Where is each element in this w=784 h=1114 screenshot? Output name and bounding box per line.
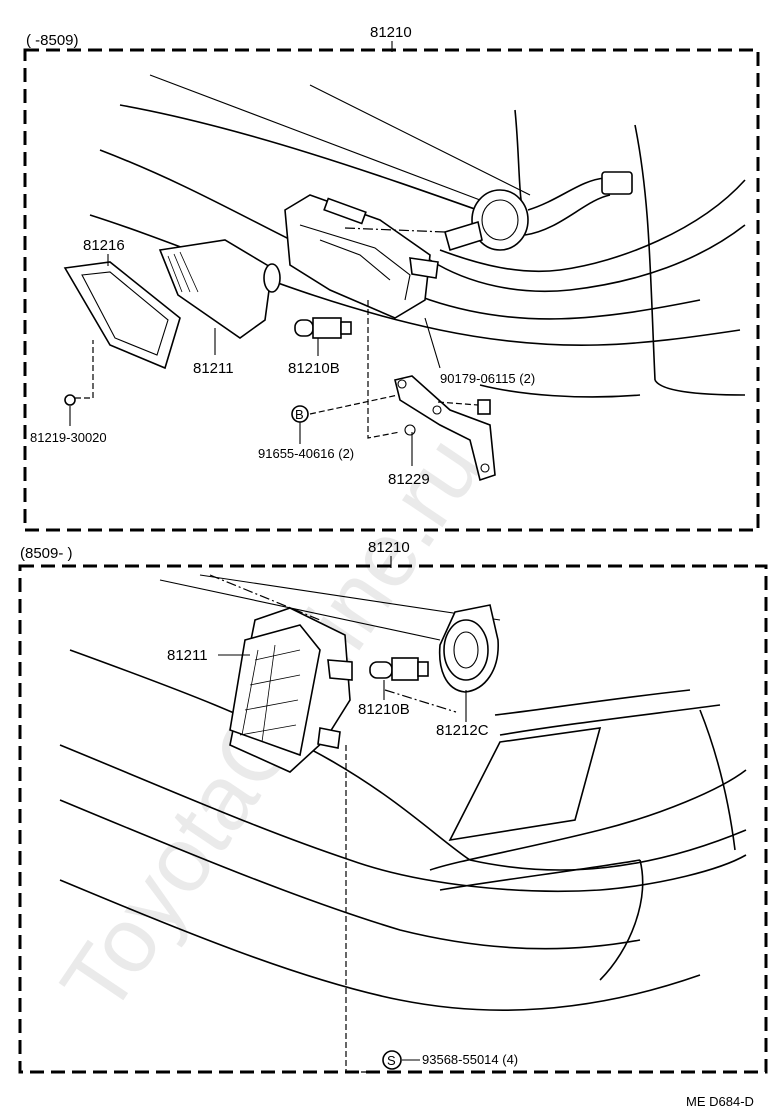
leaders-top bbox=[69, 254, 441, 466]
lamp-assembly-81211-bottom bbox=[229, 607, 353, 773]
symbol-b-circle bbox=[291, 405, 309, 423]
socket-and-harness bbox=[444, 171, 633, 252]
guide-lines-bottom bbox=[209, 574, 457, 1073]
section-bottom: (8509- ) 81210 bbox=[18, 539, 768, 1074]
lamp-housing-top bbox=[284, 194, 439, 319]
leaders-bottom bbox=[218, 654, 467, 1061]
guide-lines-top bbox=[75, 227, 479, 439]
label-81211-top: 81211 bbox=[193, 360, 234, 377]
section-bottom-assembly-number: 81210 bbox=[368, 539, 410, 556]
symbol-b: B bbox=[295, 407, 304, 422]
symbol-s: S bbox=[387, 1053, 396, 1068]
section-top: ( -8509) 81210 bbox=[23, 24, 760, 532]
section-bottom-range-label: (8509- ) bbox=[20, 545, 73, 562]
label-90179-06115: 90179-06115 (2) bbox=[440, 371, 535, 386]
section-top-assembly-number: 81210 bbox=[370, 24, 412, 41]
bezel-81216 bbox=[63, 261, 181, 370]
section-bottom-frame bbox=[18, 564, 768, 1074]
car-body-bottom bbox=[59, 574, 747, 1011]
label-91655-40616: 91655-40616 (2) bbox=[258, 446, 354, 461]
bracket-81229 bbox=[394, 375, 496, 482]
label-81210B-top: 81210B bbox=[288, 360, 340, 377]
section-top-range-label: ( -8509) bbox=[26, 32, 79, 49]
lens-81211-top bbox=[158, 239, 281, 339]
socket-81212C bbox=[438, 604, 499, 693]
label-81216: 81216 bbox=[83, 237, 125, 254]
nut-90179-icon bbox=[477, 399, 491, 415]
label-93568-55014: 93568-55014 (4) bbox=[422, 1052, 518, 1067]
screw-81219-icon bbox=[64, 394, 76, 406]
bulb-81210B-bottom bbox=[369, 657, 429, 681]
label-81229: 81229 bbox=[388, 471, 430, 488]
symbol-s-circle bbox=[382, 1050, 402, 1070]
label-81211-bottom: 81211 bbox=[167, 647, 208, 664]
label-81212C: 81212C bbox=[436, 722, 489, 739]
label-81210B-bottom: 81210B bbox=[358, 701, 410, 718]
car-body-top bbox=[89, 74, 746, 398]
label-81219-30020: 81219-30020 bbox=[30, 430, 107, 445]
footer-code: ME D684-D bbox=[686, 1094, 754, 1109]
bulb-81210B-top bbox=[294, 317, 352, 339]
